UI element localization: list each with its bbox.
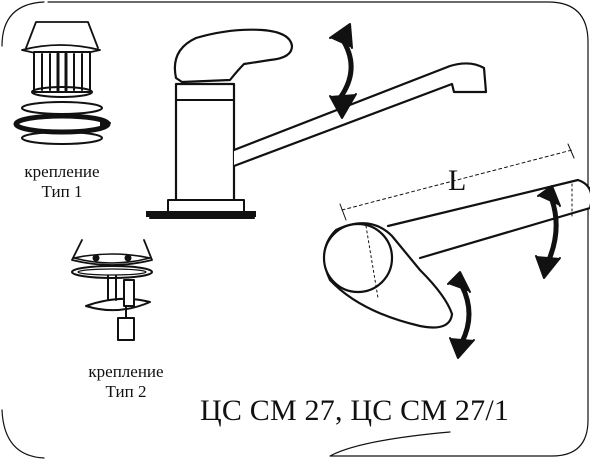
mount-type-2-illustration <box>71 239 153 341</box>
handle-rotation-arrow <box>447 271 475 359</box>
faucet-side-view <box>146 28 488 219</box>
mount-type-2-line1: крепление <box>88 362 164 381</box>
spout-rotation-arrow <box>535 185 561 279</box>
mount-type-1-line1: крепление <box>24 162 100 181</box>
mount-type-1-label: крепление Тип 1 <box>8 162 116 201</box>
mount-type-2-label: крепление Тип 2 <box>68 362 184 401</box>
faucet-top-view <box>322 143 590 329</box>
mount-type-1-illustration <box>13 21 111 145</box>
length-dimension-label: L <box>448 164 467 197</box>
mount-type-2-line2: Тип 2 <box>105 381 147 401</box>
mount-type-1-line2: Тип 1 <box>41 181 83 201</box>
model-title: ЦС СМ 27, ЦС СМ 27/1 <box>200 394 510 427</box>
lever-updown-arrow <box>329 23 357 119</box>
